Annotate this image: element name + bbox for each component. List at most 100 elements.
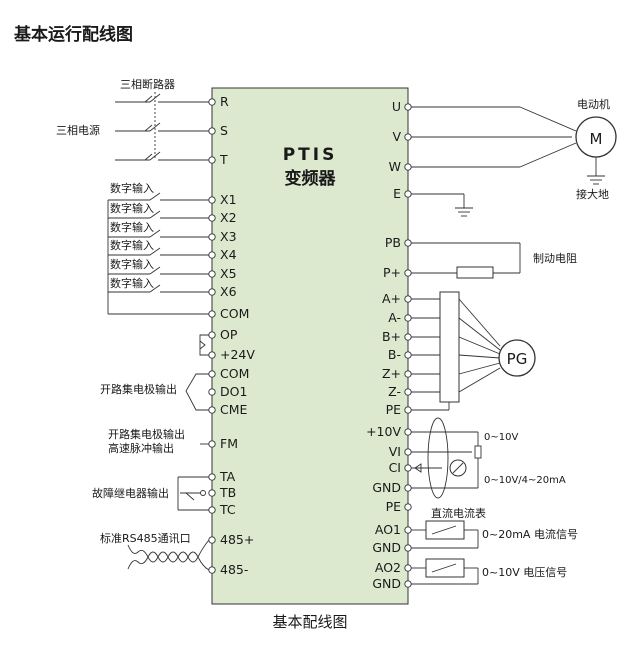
- terminal-label: T: [219, 152, 228, 167]
- terminal-e: [404, 190, 412, 198]
- potentiometer: [474, 445, 482, 459]
- voltmeter-needle: [431, 563, 457, 573]
- terminal-label: B+: [382, 329, 401, 344]
- left-terminal-labels: R S T X1 X2 X3 X4 X5 X6 COM OP +24V COM …: [219, 94, 255, 577]
- motor-letter: M: [590, 130, 603, 148]
- terminal-z-plus: [404, 370, 412, 378]
- ground-label: 接大地: [576, 187, 609, 201]
- terminal-x2: [208, 214, 216, 222]
- terminal-label: X2: [220, 210, 237, 225]
- terminal-label: A-: [388, 310, 401, 325]
- inverter-model: PTIS: [283, 145, 338, 165]
- three-phase-breaker: [115, 92, 209, 161]
- diagram-caption: 基本配线图: [272, 613, 347, 631]
- terminal-tb: [208, 489, 216, 497]
- terminal-z-minus: [404, 388, 412, 396]
- ao2-signal-label: 0~10V 电压信号: [482, 566, 567, 579]
- analog-input-wiring: [411, 417, 479, 499]
- rs485-twisted-pair: [127, 539, 210, 571]
- terminal-label: GND: [372, 480, 401, 495]
- terminal-label: +24V: [220, 347, 255, 362]
- terminal-op: [208, 331, 216, 339]
- ci-range-label: 0~10V/4~20mA: [484, 475, 566, 486]
- terminal-label: X5: [220, 266, 237, 281]
- terminal-s: [208, 127, 216, 135]
- pulse-label-line2: 高速脉冲输出: [108, 441, 174, 455]
- terminal-label: TA: [219, 469, 236, 484]
- terminal-label: S: [220, 123, 228, 138]
- terminal-ao1: [404, 526, 412, 534]
- terminal-label: GND: [372, 540, 401, 555]
- digital-input-label: 数字输入: [110, 220, 154, 234]
- terminal-label: X1: [220, 192, 237, 207]
- terminal-pe: [404, 406, 412, 414]
- encoder-pg: [498, 339, 536, 377]
- terminal-t: [208, 156, 216, 164]
- power-label: 三相电源: [56, 123, 100, 137]
- terminal-label: R: [220, 94, 229, 109]
- diagram-title: 基本运行配线图: [13, 24, 133, 45]
- earth-wiring: [411, 193, 473, 217]
- terminal-ao2: [404, 564, 412, 572]
- terminal-label: PB: [385, 235, 401, 250]
- digital-input-label: 数字输入: [110, 181, 154, 195]
- motor-label: 电动机: [577, 97, 610, 111]
- encoder-pg-label: PG: [507, 350, 528, 368]
- terminal-label: PE: [386, 499, 402, 514]
- terminal-label: 485-: [220, 562, 248, 577]
- terminal-com-2: [208, 370, 216, 378]
- digital-inputs-wiring: [107, 192, 209, 315]
- terminal-do1: [208, 388, 216, 396]
- terminal-label: W: [389, 159, 401, 174]
- terminal-label: B-: [388, 347, 401, 362]
- digital-input-label: 数字输入: [110, 276, 154, 290]
- terminal-label: COM: [220, 366, 249, 381]
- terminal-label: X3: [220, 229, 237, 244]
- terminal-tc: [208, 506, 216, 514]
- terminal-label: VI: [389, 444, 401, 459]
- terminal-pe-2: [404, 503, 412, 511]
- terminal-label: X6: [220, 284, 237, 299]
- terminal-x6: [208, 288, 216, 296]
- terminal-label: AO2: [375, 560, 401, 575]
- terminal-label: OP: [220, 327, 238, 342]
- inverter-body: [211, 87, 409, 605]
- brake-resistor-wiring: [411, 242, 521, 274]
- terminal-label: FM: [220, 436, 238, 451]
- terminal-gnd-2: [404, 544, 412, 552]
- motor-symbol: [575, 116, 617, 158]
- terminal-fm: [208, 440, 216, 448]
- terminal-485-minus: [208, 566, 216, 574]
- terminal-ci: [404, 464, 412, 472]
- terminal-r: [208, 98, 216, 106]
- current-source-arrow: [452, 462, 464, 474]
- relay-label: 故障继电器输出: [92, 486, 169, 500]
- terminal-ta: [208, 473, 216, 481]
- terminal-485-plus: [208, 536, 216, 544]
- terminal-label: U: [392, 99, 401, 114]
- ammeter-needle: [431, 525, 457, 535]
- terminal-x4: [208, 251, 216, 259]
- encoder-cable-shield: [439, 291, 460, 403]
- open-collector-label: 开路集电极输出: [100, 382, 177, 396]
- terminal-24v: [208, 351, 216, 359]
- terminal-10v: [404, 428, 412, 436]
- terminal-label: E: [393, 186, 401, 201]
- rs485-label: 标准RS485通讯口: [100, 531, 191, 545]
- terminal-gnd-3: [404, 580, 412, 588]
- relay-contacts: [177, 476, 209, 511]
- terminal-label: A+: [382, 291, 401, 306]
- terminal-label: DO1: [220, 384, 247, 399]
- inverter-type: 变频器: [285, 168, 337, 189]
- vi-range-label: 0~10V: [484, 432, 518, 443]
- terminal-label: COM: [220, 306, 249, 321]
- encoder-wiring: [411, 298, 501, 411]
- terminal-x3: [208, 233, 216, 241]
- motor-wiring: [411, 106, 605, 185]
- terminal-cme: [208, 406, 216, 414]
- terminal-b-plus: [404, 333, 412, 341]
- breaker-label: 三相断路器: [120, 77, 175, 91]
- digital-input-label: 数字输入: [110, 257, 154, 271]
- terminal-label: V: [392, 129, 401, 144]
